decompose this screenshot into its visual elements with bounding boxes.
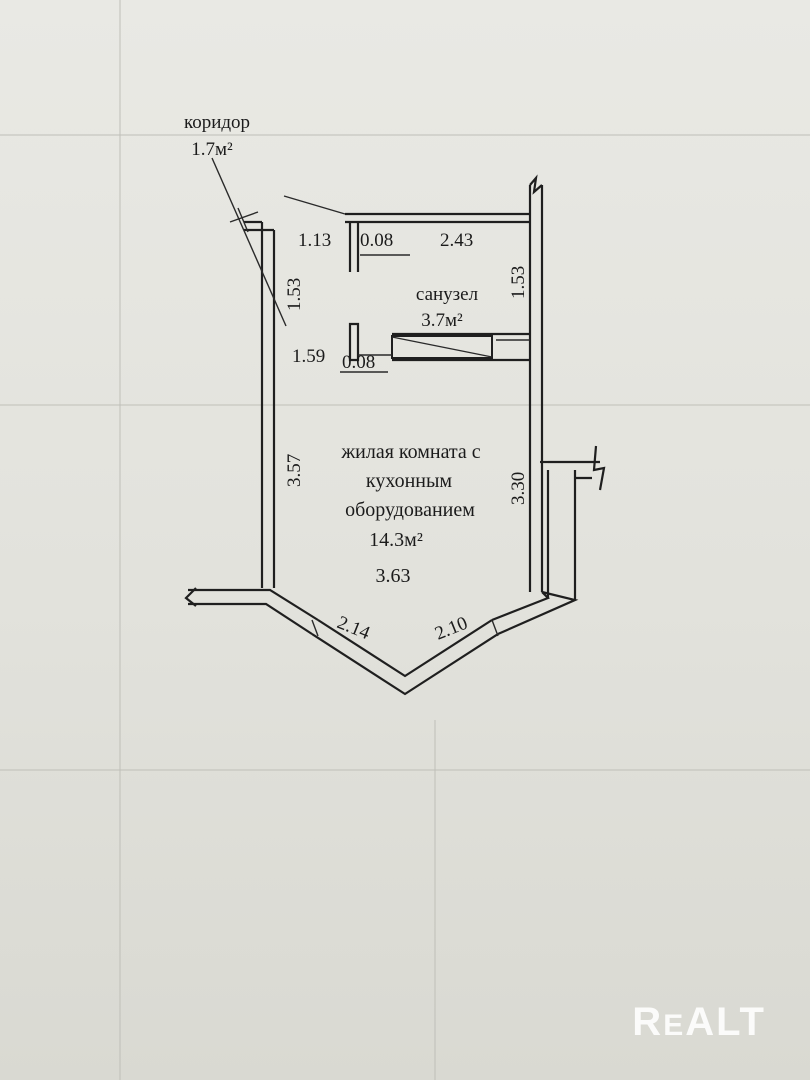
dim-1-13: 1.13	[298, 230, 331, 251]
dim-1-53-right: 1.53	[508, 266, 529, 299]
bathroom-label: санузел	[416, 284, 479, 305]
living-room-label-line1: жилая комната с	[340, 441, 480, 463]
dim-0-08-top: 0.08	[360, 230, 393, 251]
living-room-area: 14.3м²	[369, 529, 423, 551]
dim-2-14: 2.14	[334, 612, 373, 644]
dim-1-53-left: 1.53	[284, 278, 305, 311]
bathroom-partitions	[348, 222, 530, 362]
watermark-logo: REALT	[632, 1000, 766, 1044]
living-room-label-line2: кухонным	[366, 470, 453, 492]
dim-2-10: 2.10	[432, 613, 471, 645]
bathroom-area: 3.7м²	[421, 310, 463, 331]
corridor-area: 1.7м²	[191, 139, 233, 160]
dim-0-08-bottom: 0.08	[342, 352, 375, 373]
outer-walls	[184, 174, 606, 696]
leader-lines	[211, 157, 410, 373]
dim-1-59: 1.59	[292, 346, 325, 367]
corridor-label: коридор	[184, 112, 250, 133]
dim-3-30: 3.30	[508, 472, 529, 505]
living-room-label-line3: оборудованием	[345, 499, 475, 521]
living-room-width: 3.63	[376, 565, 411, 587]
dim-3-57: 3.57	[284, 454, 305, 487]
dim-2-43: 2.43	[440, 230, 473, 251]
